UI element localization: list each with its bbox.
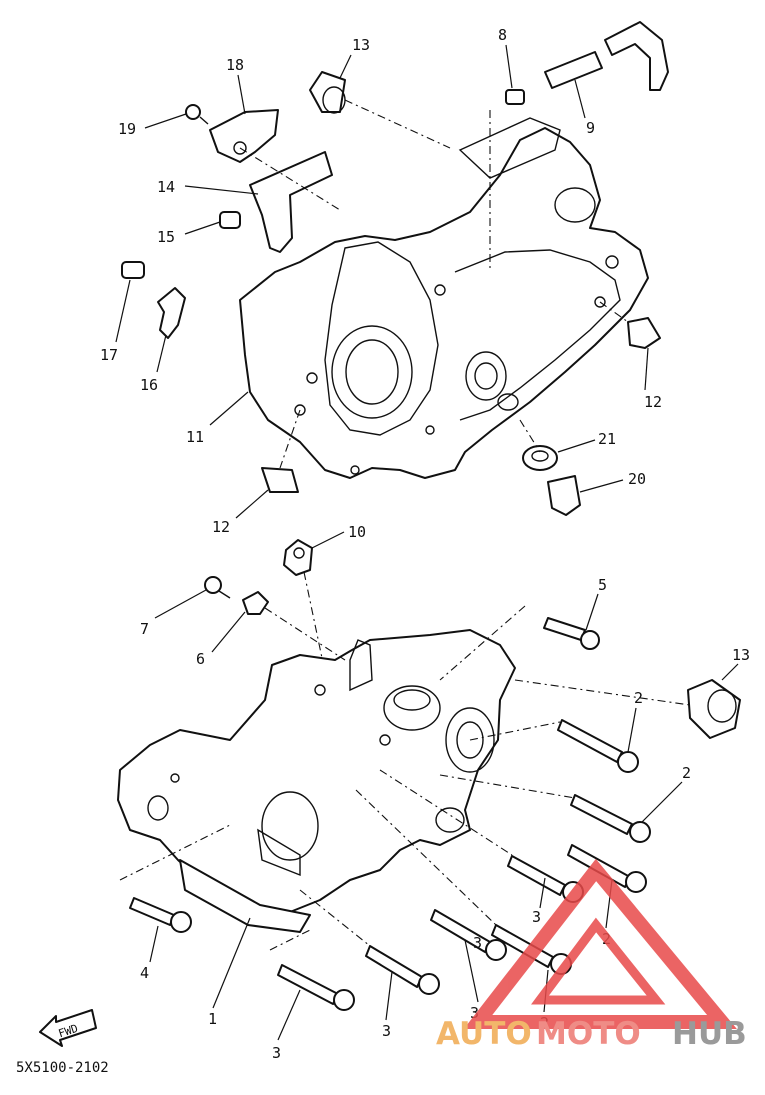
crankcase-left-half (117, 629, 516, 933)
callout-5: 5 (598, 576, 607, 594)
washer-21 (522, 445, 558, 471)
callout-19: 19 (118, 120, 136, 138)
watermark-triangle (463, 858, 737, 1029)
callout-4: 4 (140, 964, 149, 982)
forward-direction-arrow: FWD (39, 1009, 97, 1047)
watermark-text: AUTO MOTO HUB (436, 1016, 747, 1052)
bolt-4 (129, 897, 192, 933)
callout-11: 11 (186, 428, 204, 446)
screw-17 (121, 261, 145, 279)
bracket-18 (209, 109, 279, 163)
bushing-13-upper (309, 71, 346, 114)
callout-9: 9 (586, 119, 595, 137)
watermark-hub: HUB (672, 1016, 747, 1052)
callout-18: 18 (226, 56, 244, 74)
callout-13: 13 (732, 646, 750, 664)
watermark-auto: AUTO (436, 1016, 532, 1052)
crankcase-right-half (239, 117, 649, 479)
cover-plate-14 (249, 151, 333, 253)
callout-3: 3 (470, 1004, 479, 1022)
breather-hose-9 (544, 21, 669, 91)
callout-7: 7 (140, 620, 149, 638)
bolt-3-c (365, 945, 440, 995)
leader-lines (115, 44, 739, 1041)
callout-14: 14 (157, 178, 175, 196)
callout-2: 2 (634, 689, 643, 707)
watermark-inner-triangle (531, 917, 666, 1005)
callout-8: 8 (498, 26, 507, 44)
callout-13: 13 (352, 36, 370, 54)
callout-3: 3 (473, 934, 482, 952)
callout-21: 21 (598, 430, 616, 448)
bolt-2-b (570, 794, 651, 843)
dowel-pin-12-upper (627, 317, 661, 349)
drawing-code: 5X5100-2102 (16, 1060, 109, 1076)
drain-plug-20 (547, 475, 581, 516)
fwd-label: FWD (57, 1022, 80, 1041)
callout-2: 2 (682, 764, 691, 782)
callout-3: 3 (532, 908, 541, 926)
callout-10: 10 (348, 523, 366, 541)
callout-12: 12 (644, 393, 662, 411)
dowel-pin-12-lower (261, 467, 299, 493)
hose-fitting-8 (505, 89, 525, 105)
bushing-13-lower (687, 679, 741, 739)
watermark-logo (463, 858, 737, 1029)
callout-1: 1 (208, 1010, 217, 1028)
callout-labels: 13 8 18 19 9 14 15 17 16 11 12 21 20 12 … (100, 26, 750, 1062)
watermark-moto: MOTO (536, 1016, 641, 1052)
callout-16: 16 (140, 376, 158, 394)
clamp-10 (283, 539, 313, 576)
bolt-2-a (557, 719, 639, 773)
clip-6 (242, 591, 269, 615)
callout-6: 6 (196, 650, 205, 668)
screw-15 (219, 211, 241, 229)
callout-17: 17 (100, 346, 118, 364)
bolt-5 (543, 617, 600, 650)
bolt-3-d (277, 964, 355, 1011)
callout-12: 12 (212, 518, 230, 536)
bolt-3-b (430, 909, 507, 961)
clip-16 (157, 287, 186, 339)
callout-15: 15 (157, 228, 175, 246)
alignment-lines (119, 99, 691, 951)
callout-3: 3 (272, 1044, 281, 1062)
callout-3: 3 (382, 1022, 391, 1040)
screw-7 (204, 576, 231, 599)
callout-20: 20 (628, 470, 646, 488)
screw-19 (185, 104, 209, 125)
